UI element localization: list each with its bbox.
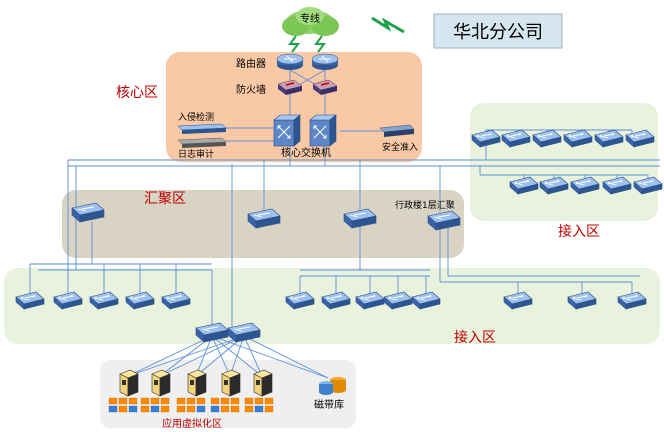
core-zone-bg: [166, 52, 422, 162]
access-zone-right-label: 接入区: [558, 223, 600, 240]
router-icon-1: [276, 53, 304, 71]
firewall-label: 防火墙: [236, 83, 266, 96]
core-zone-label: 核心区: [116, 85, 158, 101]
dedicated-line-label: 专线: [300, 12, 320, 25]
admin-building-label: 行政楼1层汇聚: [395, 199, 455, 211]
connection-lines: [29, 62, 660, 379]
router-label: 路由器: [236, 57, 266, 70]
access-zone-right-bg: [470, 103, 658, 221]
server-icon: [151, 369, 171, 397]
server-icon: [187, 369, 207, 397]
tape-library-label: 磁带库: [314, 398, 344, 411]
security-access-label: 安全准入: [382, 141, 418, 153]
log-audit-label: 日志审计: [178, 148, 214, 160]
ids-device-icon: [177, 123, 227, 134]
log-audit-device-icon: [177, 137, 227, 148]
core-switch-label: 核心交换机: [281, 146, 331, 159]
core-switch-icon-1: [273, 114, 301, 147]
server-icon: [221, 369, 241, 397]
server-icon: [119, 369, 139, 397]
core-switch-icon-2: [309, 114, 337, 147]
lightning-icon-right: [314, 35, 326, 53]
aggregation-zone-label: 汇聚区: [144, 191, 186, 207]
access-zone-bottom-label: 接入区: [454, 329, 496, 346]
branch-office-label: 华北分公司: [453, 22, 543, 43]
security-access-device-icon: [379, 124, 415, 137]
ids-label: 入侵检测: [178, 111, 214, 123]
virtualization-zone-label: 应用虚拟化区: [162, 417, 222, 430]
cloud-icon: [282, 7, 339, 36]
lightning-icon-left: [288, 35, 300, 53]
branch-office-box: [433, 13, 563, 49]
router-icon-2: [311, 53, 339, 71]
tape-library-icon: [319, 377, 346, 395]
server-icon: [253, 369, 273, 397]
lightning-icon: [371, 16, 405, 34]
